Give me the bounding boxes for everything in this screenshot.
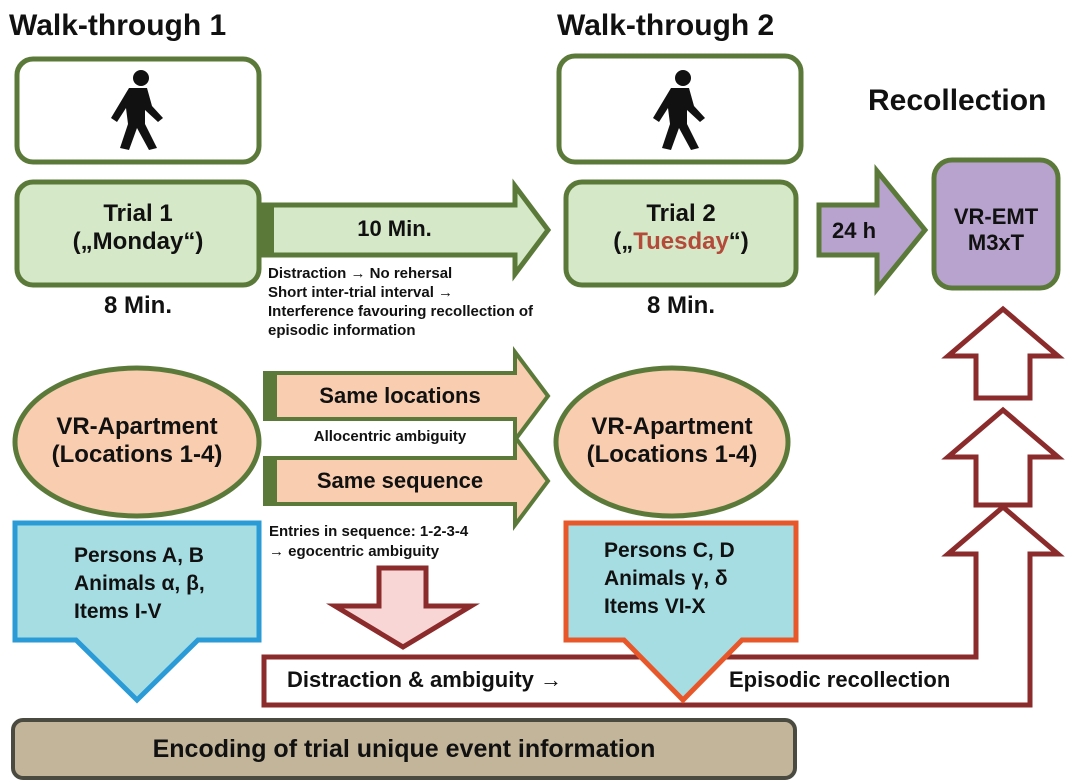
delay-arrow — [816, 163, 929, 297]
same-sequence-arrow-tail — [265, 458, 277, 504]
trial-1-title: Trial 1 — [103, 200, 173, 227]
recollection-up-arrow-2 — [941, 406, 1065, 508]
trial-2-box — [563, 179, 799, 288]
items-right-animals: Animals γ, δ — [604, 566, 728, 590]
apartment-right-line-1: VR-Apartment — [591, 413, 753, 440]
same-sequence-arrow — [263, 431, 551, 531]
apartment-left-label: VR-Apartment (Locations 1-4) — [15, 413, 259, 470]
trial-2-prefix: („ — [613, 228, 634, 256]
bottom-bar-left-label: Distraction & ambiguity → — [287, 667, 563, 692]
walking-person-icon — [653, 70, 705, 150]
walking-person-icon — [111, 70, 163, 150]
same-locations-arrow — [263, 346, 551, 446]
test-line-1: VR-EMT — [953, 204, 1039, 229]
delay-label: 24 h — [831, 218, 877, 243]
interval-note: Distraction → No rehersal Short inter-tr… — [268, 265, 533, 341]
apartment-right-label: VR-Apartment (Locations 1-4) — [556, 413, 788, 470]
same-sequence-note-line-2: → egocentric ambiguity — [269, 542, 440, 560]
trial-2-label: Trial 2 („Tuesday“) — [566, 200, 796, 257]
recollection-up-arrow-1 — [941, 305, 1065, 401]
trial-1-day: („Monday“) — [72, 228, 204, 256]
trial-1-box — [14, 179, 262, 288]
encoding-box — [11, 718, 797, 780]
distraction-down-arrow — [326, 565, 480, 650]
apartment-left-ellipse — [12, 365, 262, 519]
trial-2-day: („Tuesday“) — [566, 228, 796, 256]
apartment-right-line-2: (Locations 1-4) — [586, 441, 758, 469]
interval-arrow-tail — [264, 205, 274, 255]
items-right-items: Items VI-X — [604, 594, 706, 618]
encoding-label: Encoding of trial unique event informati… — [152, 735, 656, 763]
same-sequence-note-line-1: Entries in sequence: 1-2-3-4 — [269, 523, 469, 540]
items-right-box — [563, 520, 799, 704]
test-line-2: M3xT — [967, 229, 1025, 255]
items-left-animals: Animals α, β, — [74, 571, 205, 595]
trial-2-duration: 8 Min. — [646, 292, 715, 319]
trial-2-title: Trial 2 — [646, 200, 716, 227]
interval-note-line-1: Distraction → No rehersal — [268, 265, 453, 282]
same-locations-arrow-tail — [265, 373, 277, 419]
trial-2-day-name: Tuesday — [633, 228, 729, 256]
apartment-left-line-2: (Locations 1-4) — [51, 441, 223, 469]
items-left-box — [12, 520, 262, 704]
header-recollection: Recollection — [868, 84, 1047, 117]
test-box — [931, 157, 1061, 291]
items-left-items: Items I-V — [74, 599, 162, 623]
items-right-label: Persons C, D Animals γ, δ Items VI-X — [604, 537, 735, 621]
interval-note-line-2: Short inter-trial interval → — [268, 283, 454, 301]
items-right-persons: Persons C, D — [604, 539, 735, 562]
trial-1-duration: 8 Min. — [103, 292, 172, 319]
items-left-persons: Persons A, B — [74, 544, 204, 567]
header-walkthrough-1: Walk-through 1 — [9, 9, 227, 42]
interval-note-line-3: Interference favouring recollection of — [268, 302, 534, 320]
trial-1-label: Trial 1 („Monday“) — [17, 200, 259, 257]
apartment-right-ellipse — [553, 365, 791, 519]
test-label: VR-EMT M3xT — [934, 204, 1058, 256]
interval-label: 10 Min. — [357, 216, 432, 241]
same-sequence-label: Same sequence — [316, 468, 484, 493]
interval-note-line-4: episodic information — [268, 321, 416, 339]
bottom-bar-right-label: Episodic recollection — [729, 667, 951, 692]
interval-arrow — [261, 178, 552, 282]
apartment-left-line-1: VR-Apartment — [56, 413, 218, 440]
trial-2-suffix: “) — [728, 228, 749, 256]
same-locations-label: Same locations — [319, 383, 481, 408]
items-left-label: Persons A, B Animals α, β, Items I-V — [74, 542, 205, 626]
header-walkthrough-2: Walk-through 2 — [557, 9, 775, 42]
same-sequence-note: Entries in sequence: 1-2-3-4 → egocentri… — [269, 522, 468, 561]
same-locations-note: Allocentric ambiguity — [313, 428, 467, 445]
